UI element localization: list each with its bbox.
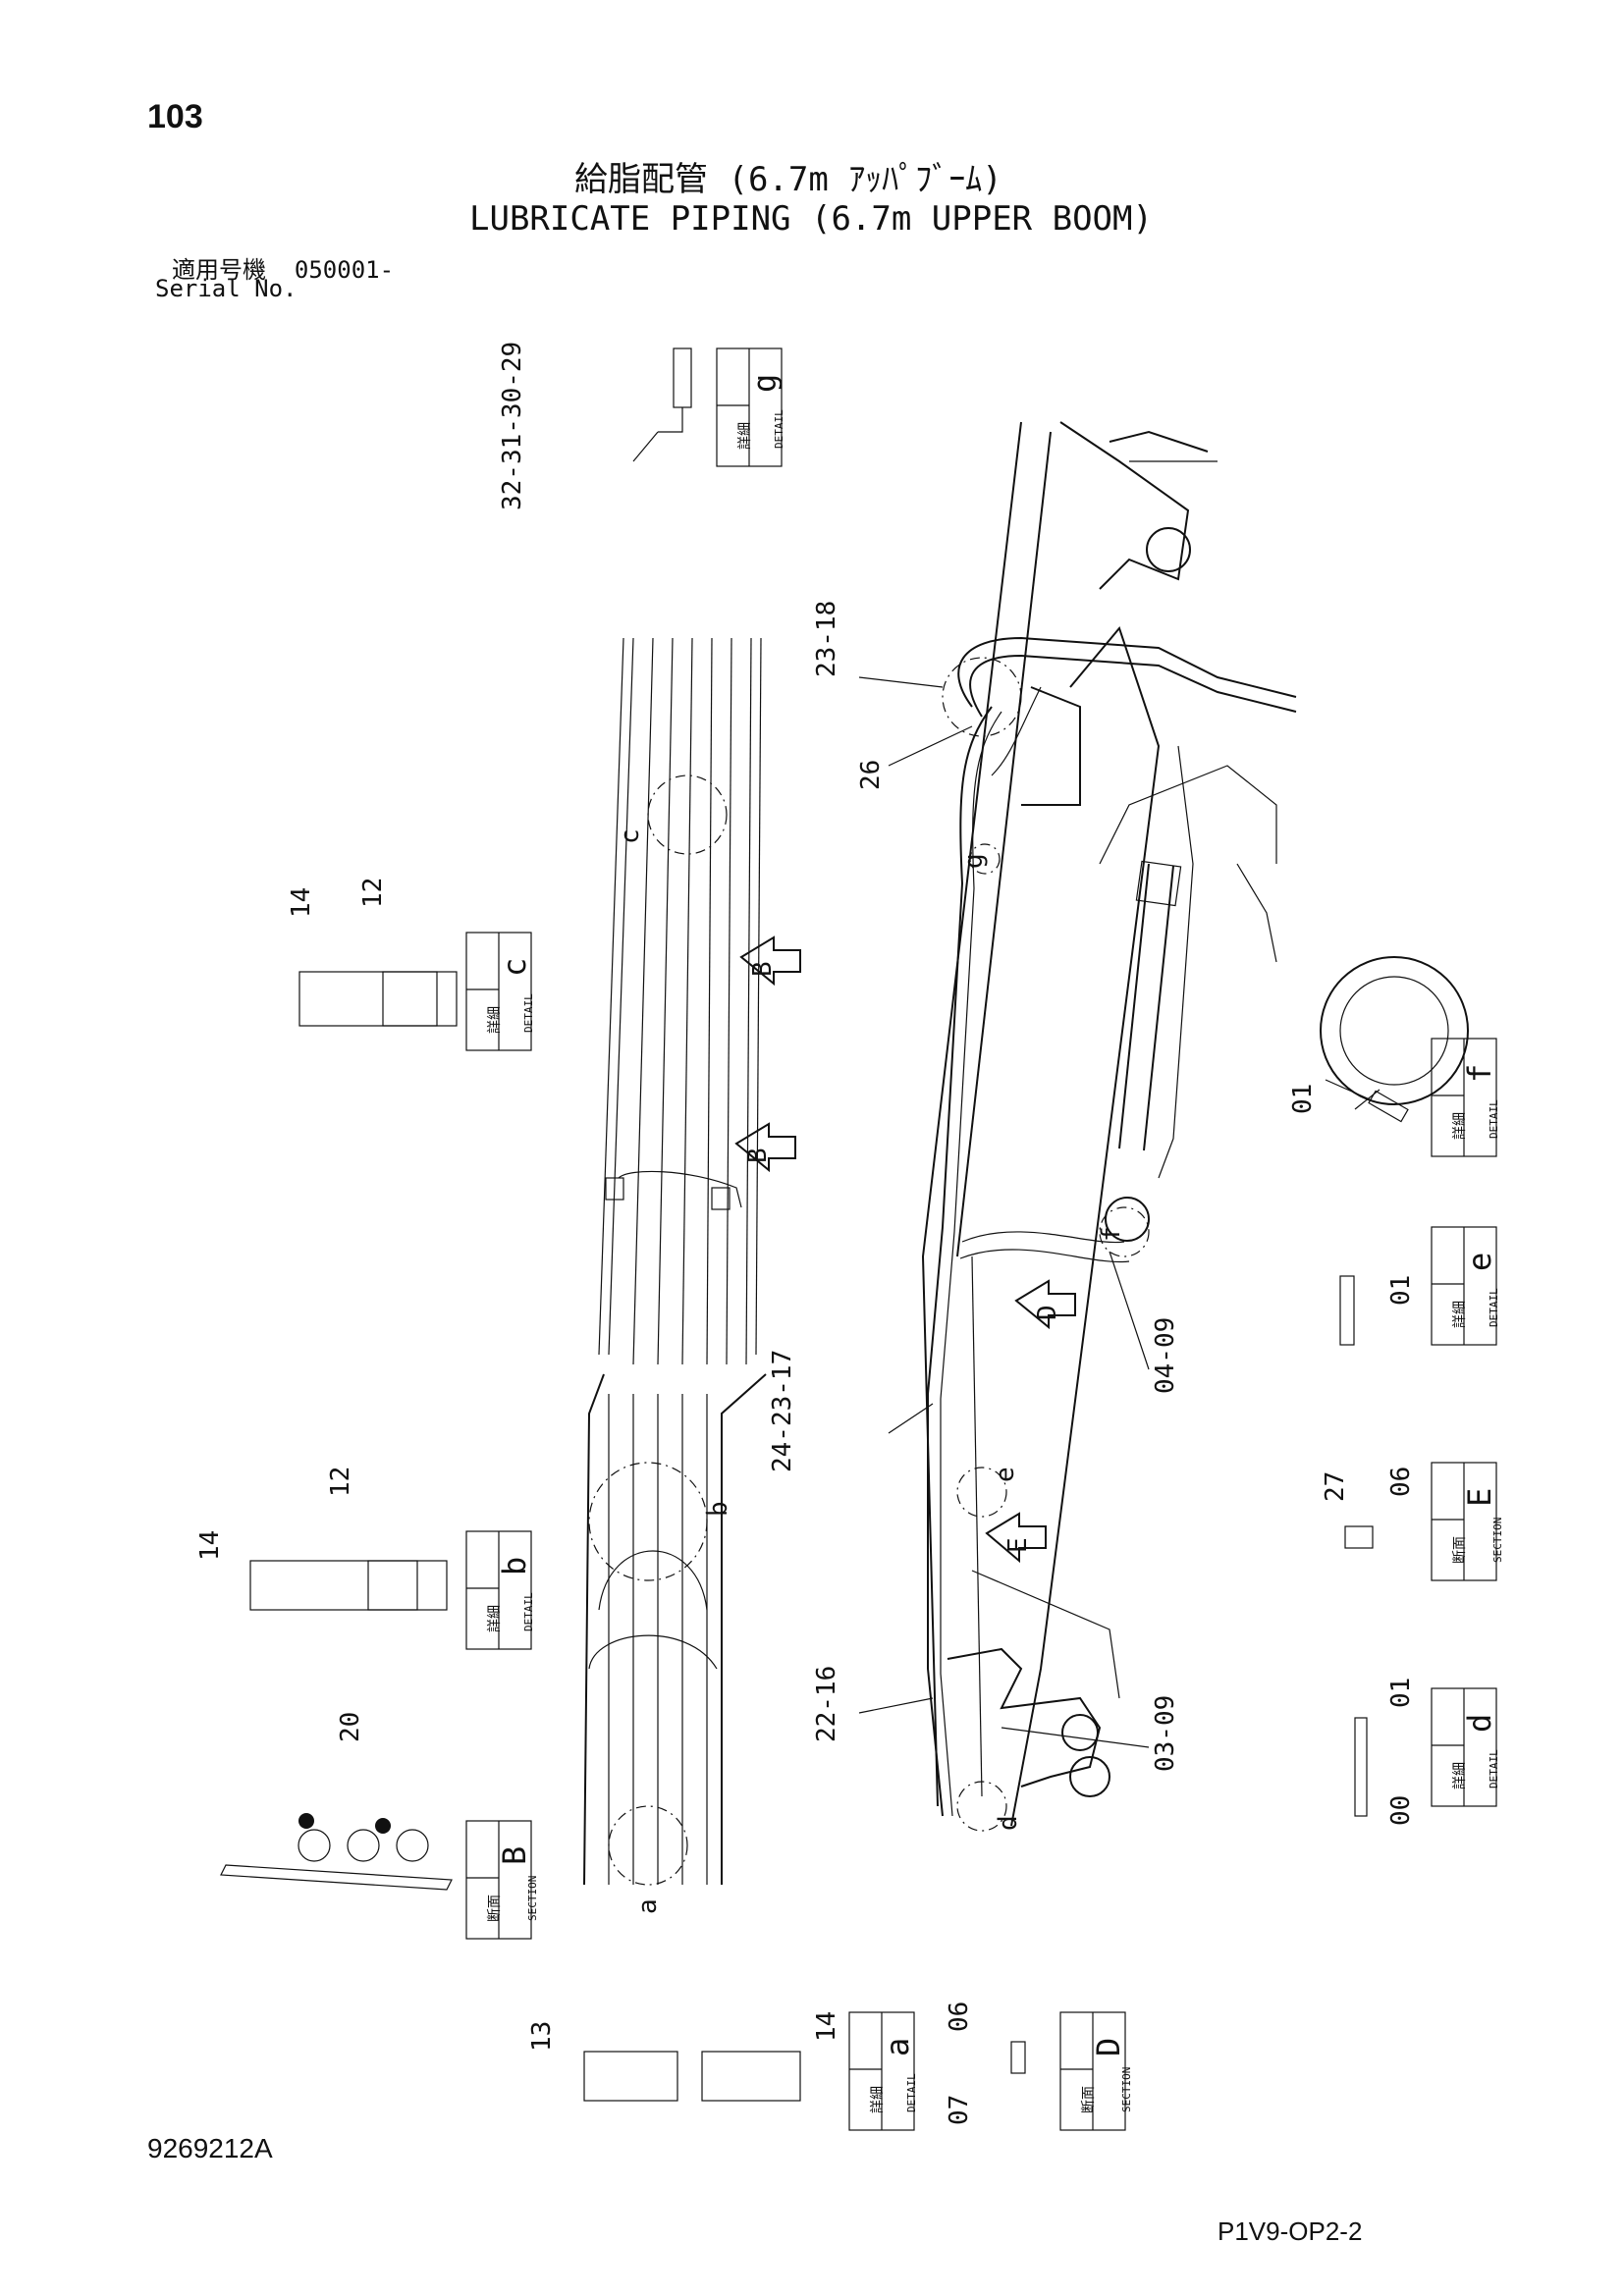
view-markers: g c b a f e d B B D E — [616, 828, 1126, 1914]
callout-c-14: 14 — [287, 887, 316, 918]
detail-sketches — [220, 347, 1469, 2102]
callout-B-20: 20 — [336, 1712, 365, 1742]
tag-detail-b: b 詳細 DETAIL — [465, 1530, 535, 1650]
callout-d-01: 01 — [1386, 1678, 1416, 1708]
tag-en: DETAIL — [1488, 1099, 1500, 1139]
marker-b: b — [704, 1501, 733, 1517]
tag-en: DETAIL — [773, 409, 785, 449]
tag-detail-g: g 詳細 DETAIL — [716, 347, 785, 467]
tag-kanji: 詳細 — [487, 1006, 503, 1034]
page-number: 103 — [147, 98, 203, 135]
tag-kanji: 詳細 — [487, 1605, 503, 1632]
tag-en: SECTION — [526, 1876, 539, 1921]
callout-g-parts: 32-31-30-29 — [498, 342, 527, 510]
marker-arrow-B1: B — [748, 961, 778, 977]
callout-b-12: 12 — [326, 1467, 355, 1497]
tag-detail-c: c 詳細 DETAIL — [465, 932, 535, 1051]
tag-letter: d — [1461, 1714, 1498, 1733]
marker-f: f — [1097, 1226, 1126, 1242]
callout-main-04-09: 04-09 — [1151, 1317, 1180, 1394]
tag-letter: a — [879, 2038, 916, 2056]
callout-c-12: 12 — [358, 878, 388, 908]
tag-letter: e — [1461, 1253, 1498, 1271]
title-english: LUBRICATE PIPING (6.7m UPPER BOOM) — [469, 199, 1153, 239]
marker-a: a — [633, 1898, 663, 1914]
tag-section-E: E 断面 SECTION — [1431, 1462, 1504, 1581]
serial-label-jp: 適用号機 — [172, 256, 266, 284]
tag-letter: f — [1461, 1064, 1498, 1083]
tag-letter: b — [496, 1557, 533, 1575]
tag-en: SECTION — [1120, 2067, 1133, 2112]
callout-main-26: 26 — [856, 760, 886, 790]
callout-b-14: 14 — [195, 1530, 225, 1561]
tag-kanji: 断面 — [1452, 1536, 1468, 1564]
tag-kanji: 詳細 — [870, 2086, 886, 2113]
tag-en: DETAIL — [1488, 1288, 1500, 1327]
tag-en: DETAIL — [1488, 1749, 1500, 1789]
marker-d: d — [994, 1815, 1023, 1831]
serial-value: 050001- — [294, 256, 395, 284]
tag-section-D: D 断面 SECTION — [1059, 2011, 1133, 2131]
tag-kanji: 断面 — [1081, 2086, 1097, 2113]
hose-bundle — [583, 637, 801, 1886]
callout-d-00: 00 — [1386, 1795, 1416, 1826]
callout-E-06: 06 — [1386, 1467, 1416, 1497]
title-japanese: 給脂配管 (6.7m ｱｯﾊﾟﾌﾞｰﾑ) — [574, 160, 1002, 199]
callout-main-03-09: 03-09 — [1151, 1695, 1180, 1772]
tag-kanji: 詳細 — [1452, 1301, 1468, 1328]
callout-D-06: 06 — [945, 2002, 974, 2032]
tag-detail-f: f 詳細 DETAIL — [1431, 1038, 1500, 1157]
marker-arrow-D: D — [1033, 1305, 1062, 1320]
callout-f-01: 01 — [1288, 1084, 1318, 1114]
marker-g: g — [959, 853, 989, 869]
tag-en: DETAIL — [522, 1592, 535, 1631]
boom-assembly — [921, 421, 1297, 1832]
tag-en: SECTION — [1491, 1518, 1504, 1563]
tag-en: DETAIL — [522, 993, 535, 1033]
callout-main-22-16: 22-16 — [812, 1666, 841, 1742]
tag-letter: g — [746, 374, 784, 393]
tag-letter: E — [1461, 1488, 1498, 1507]
serial-label-en: Serial No. — [155, 275, 298, 302]
marker-e: e — [991, 1467, 1020, 1482]
tag-detail-e: e 詳細 DETAIL — [1431, 1226, 1500, 1346]
tag-section-B: B 断面 SECTION — [465, 1820, 539, 1940]
tag-letter: D — [1090, 2038, 1127, 2056]
callout-e-01: 01 — [1386, 1275, 1416, 1306]
callout-E-27: 27 — [1321, 1471, 1350, 1502]
callout-a-13: 13 — [527, 2021, 557, 2052]
serial-applicability: 適用号機 050001- — [172, 250, 394, 285]
callout-labels: 32-31-30-29 14 12 14 12 20 13 14 06 07 2… — [195, 342, 1416, 2125]
tag-detail-a: a 詳細 DETAIL — [848, 2011, 918, 2131]
marker-arrow-B2: B — [743, 1148, 773, 1163]
callout-a-14: 14 — [812, 2011, 841, 2042]
tag-kanji: 詳細 — [737, 422, 753, 450]
callout-main-23-18: 23-18 — [812, 601, 841, 677]
tag-kanji: 詳細 — [1452, 1112, 1468, 1140]
marker-c: c — [616, 828, 645, 844]
tag-kanji: 断面 — [487, 1895, 503, 1922]
callout-main-24-23-17: 24-23-17 — [768, 1350, 797, 1472]
drawing-number: 9269212A — [147, 2133, 273, 2163]
tag-en: DETAIL — [905, 2073, 918, 2112]
tag-kanji: 詳細 — [1452, 1762, 1468, 1789]
marker-arrow-E: E — [1003, 1537, 1033, 1553]
tag-letter: c — [496, 958, 533, 977]
tag-letter: B — [496, 1846, 533, 1865]
callout-D-07: 07 — [945, 2095, 974, 2125]
sheet-code: P1V9-OP2-2 — [1218, 2216, 1363, 2246]
tag-detail-d: d 詳細 DETAIL — [1431, 1687, 1500, 1807]
